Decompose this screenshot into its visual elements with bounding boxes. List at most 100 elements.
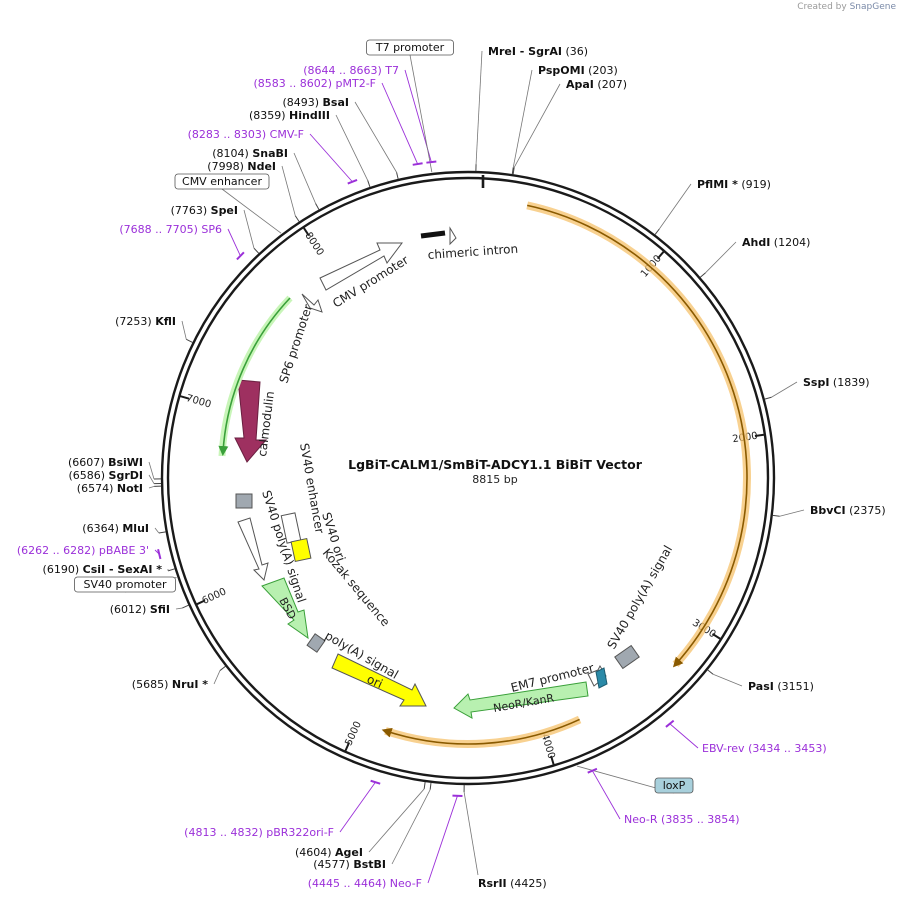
primer-mark-pbabe-3 <box>157 549 162 560</box>
kozak-label: Kozak sequence <box>320 546 393 629</box>
primer-label-cmv-f: (8283 .. 8303) CMV-F <box>188 128 304 141</box>
leader-bbvci <box>779 509 805 517</box>
leader-bsai <box>354 101 397 173</box>
primer-mark-t7 <box>426 160 437 164</box>
site-label-bsai: (8493) BsaI <box>282 96 349 109</box>
interior-features: chimeric intron CMV promoter SP6 promote… <box>218 226 675 719</box>
site-label-snabi: (8104) SnaBI <box>212 147 288 160</box>
site-label-noti: (6574) NotI <box>77 482 143 495</box>
site-label-rsrii: RsrII (4425) <box>478 877 547 890</box>
smbit-adcy1-1-orf-arc <box>381 718 580 745</box>
tick-label-7000: 7000 <box>185 393 212 411</box>
site-label-pasi: PasI (3151) <box>748 680 814 693</box>
loxp-feature <box>595 667 608 689</box>
calmodulin-feature: calmodulin <box>234 379 277 463</box>
primer-mark-neo-r <box>587 767 598 774</box>
snapgene-logo: SnapGene <box>849 2 896 12</box>
primer-label-pbr322ori-f: (4813 .. 4832) pBR322ori-F <box>184 826 334 839</box>
tick-2000 <box>754 433 764 438</box>
tick-1000 <box>656 251 665 260</box>
ori-feature: ori <box>331 653 427 707</box>
chimeric-intron-label: chimeric intron <box>427 242 518 262</box>
sv40-polya-right-label: SV40 poly(A) signal <box>604 543 675 651</box>
tick-4000 <box>550 755 555 765</box>
site-label-pspomi: PspOMI (203) <box>538 64 618 77</box>
leader-hindiii <box>335 114 369 181</box>
grey-box-right <box>614 644 640 670</box>
primer-mark-sp6 <box>236 251 245 261</box>
tick-6000 <box>196 599 206 606</box>
site-label-sgrdi: (6586) SgrDI <box>68 469 143 482</box>
primer-marks <box>157 160 675 797</box>
boxed-t7-promoter <box>366 39 454 56</box>
tick-label-6000: 6000 <box>201 586 229 607</box>
grey-box-left <box>235 493 253 509</box>
cmv-promoter-feature: CMV promoter <box>319 242 411 311</box>
leader-ahdi <box>705 241 737 273</box>
plasmid-length: 8815 bp <box>472 473 517 486</box>
site-label-kfli: (7253) KflI <box>115 315 176 328</box>
sp6-promoter-arc-line <box>218 297 291 456</box>
site-label-ahdi: AhdI (1204) <box>742 236 810 249</box>
sp6-promoter-label: SP6 promoter <box>277 303 316 385</box>
leader-ndei <box>281 165 296 216</box>
site-label-nrui: (5685) NruI * <box>132 678 208 691</box>
site-label-bsiwi: (6607) BsiWI <box>68 456 143 469</box>
tick-7000 <box>180 395 190 400</box>
small-arrow-feature <box>301 293 323 313</box>
tick-3000 <box>711 633 721 640</box>
leader-spei <box>243 209 255 249</box>
site-label-spei: (7763) SpeI <box>171 204 238 217</box>
leader-kfli <box>181 320 187 340</box>
primer-label-sp6: (7688 .. 7705) SP6 <box>119 223 222 236</box>
primer-label-pmt2-f: (8583 .. 8602) pMT2-F <box>253 77 376 90</box>
site-label-ndei: (7998) NdeI <box>207 160 276 173</box>
boxed-cmv-enhancer <box>174 173 270 190</box>
leader-mrei <box>475 50 483 165</box>
leader-bstbi <box>391 789 431 865</box>
leader-nrui <box>213 670 221 685</box>
leader-bsiwi <box>148 461 155 480</box>
leader-sfii <box>175 607 183 610</box>
leader-rsrii <box>463 791 479 876</box>
primer-mark-pmt2-f <box>412 162 423 166</box>
site-label-bbvci: BbvCI (2375) <box>810 504 886 517</box>
primer-label-neo-f: (4445 .. 4464) Neo-F <box>308 877 422 890</box>
lgbit-calm1-orf-arc <box>527 204 748 668</box>
site-label-hindiii: (8359) HindIII <box>249 109 330 122</box>
site-label-sfii: (6012) SfiI <box>110 603 170 616</box>
tick-label-5000: 5000 <box>343 720 363 748</box>
primer-label-neo-r: Neo-R (3835 .. 3854) <box>624 813 740 826</box>
site-label-apai: ApaI (207) <box>566 78 627 91</box>
sv40-ori-box <box>290 537 312 563</box>
site-label-bstbi: (4577) BstBI <box>313 858 386 871</box>
leader-sgrdi <box>148 474 155 484</box>
ori-label: ori <box>365 672 385 691</box>
leader-mlui <box>154 527 160 534</box>
backbone <box>160 170 776 786</box>
leader-pasi <box>712 673 743 687</box>
leader-sspi <box>771 381 798 398</box>
leader-pflmi <box>658 183 692 230</box>
boxed-loxp <box>654 777 694 794</box>
leader-noti <box>148 485 155 489</box>
site-label-csii: (6190) CsiI - SexAI * <box>43 563 163 576</box>
primer-mark-pbr322ori-f <box>370 779 381 785</box>
boxed-label-loxp: loxP <box>663 779 686 792</box>
orf-arcs <box>381 201 751 748</box>
leader-pspomi <box>512 69 533 168</box>
leader-snabi <box>293 152 316 204</box>
chimeric-intron-feature: chimeric intron <box>420 226 519 262</box>
primer-mark-ebv-rev <box>665 719 675 728</box>
site-label-mlui: (6364) MluI <box>82 522 149 535</box>
plasmid-name: LgBiT-CALM1/SmBiT-ADCY1.1 BiBiT Vector <box>348 457 643 472</box>
tick-5000 <box>344 742 351 752</box>
boxed-label-sv40-promoter: SV40 promoter <box>83 578 167 591</box>
leader-apai <box>513 83 561 168</box>
primer-label-t7: (8644 .. 8663) T7 <box>303 64 399 77</box>
site-label-agei: (4604) AgeI <box>295 846 363 859</box>
credit: Created by SnapGene <box>797 2 896 12</box>
boxed-label-t7-promoter: T7 promoter <box>375 41 445 54</box>
primer-mark-cmv-f <box>347 179 358 185</box>
